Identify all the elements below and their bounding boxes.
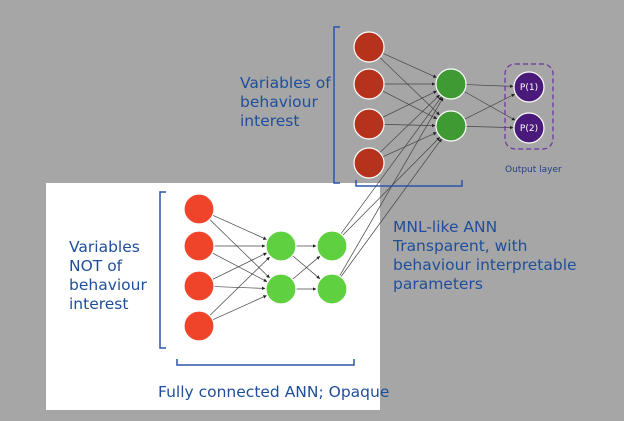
behaviour-input-node [353, 31, 385, 63]
connection-arrow [465, 125, 514, 130]
output-layer-box [504, 63, 554, 150]
behaviour-vars-bracket [333, 26, 340, 184]
connection-arrow [292, 256, 321, 280]
hidden-layer-2-node [316, 230, 348, 262]
behaviour-input-node [353, 108, 385, 140]
mnl-utility-node [435, 68, 467, 100]
network-nodes: P(1) P(2) [183, 31, 545, 342]
connection-arrow [209, 219, 270, 279]
mnl-description-label: MNL-like ANN Transparent, with behaviour… [393, 218, 577, 293]
output-node [513, 112, 545, 144]
connection-arrow [340, 96, 442, 235]
non-behaviour-input-node [183, 270, 215, 302]
connection-arrow [292, 255, 321, 279]
connection-arrow [342, 137, 440, 236]
connection-arrow [213, 286, 266, 291]
connection-arrow [209, 256, 270, 316]
connection-arrow [382, 52, 437, 78]
ann-caption-label: Fully connected ANN; Opaque [158, 383, 390, 401]
connection-arrow [339, 97, 444, 277]
connection-arrow [463, 91, 516, 121]
non-behaviour-input-node [183, 230, 215, 262]
connection-arrow [382, 90, 438, 120]
connection-arrow [382, 132, 437, 158]
connection-arrow [379, 94, 440, 153]
ann-bottom-bracket [176, 359, 355, 366]
output-layer-label: Output layer [505, 165, 562, 175]
connection-arrow [382, 90, 437, 118]
connection-arrow [465, 84, 514, 89]
non-behaviour-input-node [183, 193, 215, 225]
mnl-utility-node [435, 110, 467, 142]
behaviour-vars-label: Variables of behaviour interest [240, 74, 331, 130]
connection-arrow [212, 252, 268, 282]
output-node-label: P(1) [520, 83, 538, 93]
connection-arrow [340, 138, 442, 278]
output-node [513, 71, 545, 103]
hidden-layer-1-node [265, 273, 297, 305]
non-behaviour-vars-bracket [159, 191, 166, 349]
non-behaviour-input-node [183, 310, 215, 342]
hidden-layer-2-node [316, 273, 348, 305]
connection-arrow [212, 252, 267, 280]
connection-arrow [212, 214, 267, 240]
mnl-bottom-bracket [355, 180, 463, 187]
hidden-layer-1-node [265, 230, 297, 262]
output-node-label: P(2) [520, 124, 538, 134]
non-behaviour-vars-label: Variables NOT of behaviour interest [69, 238, 147, 313]
connection-arrow [379, 57, 440, 116]
connection-arrow [212, 295, 267, 321]
connection-arrow [464, 93, 516, 120]
network-edges [209, 52, 516, 321]
behaviour-input-node [353, 68, 385, 100]
connection-arrow [383, 123, 436, 128]
behaviour-input-node [353, 147, 385, 179]
